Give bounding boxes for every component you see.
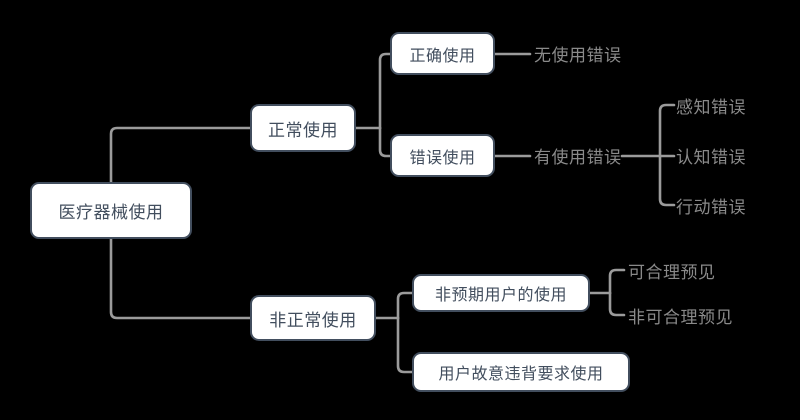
- edge-unexpected-to-unforeseeable: [608, 291, 626, 317]
- edge-root-to-normal: [109, 126, 252, 184]
- leaf-action-error: 行动错误: [676, 198, 746, 217]
- leaf-not-reasonably-foreseeable: 非可合理预见: [628, 308, 733, 327]
- edge-root-to-abnormal: [109, 237, 252, 320]
- leaf-reasonably-foreseeable: 可合理预见: [628, 263, 716, 282]
- leaf-no-use-error: 无使用错误: [534, 46, 622, 65]
- node-correct-use[interactable]: 正确使用: [390, 32, 495, 75]
- node-normal-use[interactable]: 正常使用: [250, 104, 356, 152]
- edge-has-error-to-perception: [658, 103, 676, 158]
- edge-abnormal-to-unexpected: [396, 291, 414, 320]
- edge-abnormal-to-deliberate: [396, 316, 414, 374]
- edge-normal-to-wrong: [378, 126, 392, 158]
- node-deliberate-violation-use[interactable]: 用户故意违背要求使用: [412, 352, 630, 392]
- edge-normal-to-correct: [378, 52, 392, 130]
- leaf-has-use-error: 有使用错误: [534, 148, 622, 167]
- leaf-cognition-error: 认知错误: [676, 148, 746, 167]
- edge-has-error-to-action: [658, 154, 676, 207]
- node-abnormal-use[interactable]: 非正常使用: [250, 295, 376, 341]
- node-unexpected-user-use[interactable]: 非预期用户的使用: [412, 274, 590, 312]
- edge-unexpected-to-foreseeable: [608, 268, 626, 295]
- leaf-perception-error: 感知错误: [676, 98, 746, 117]
- node-wrong-use[interactable]: 错误使用: [390, 134, 495, 177]
- node-root[interactable]: 医疗器械使用: [30, 182, 192, 239]
